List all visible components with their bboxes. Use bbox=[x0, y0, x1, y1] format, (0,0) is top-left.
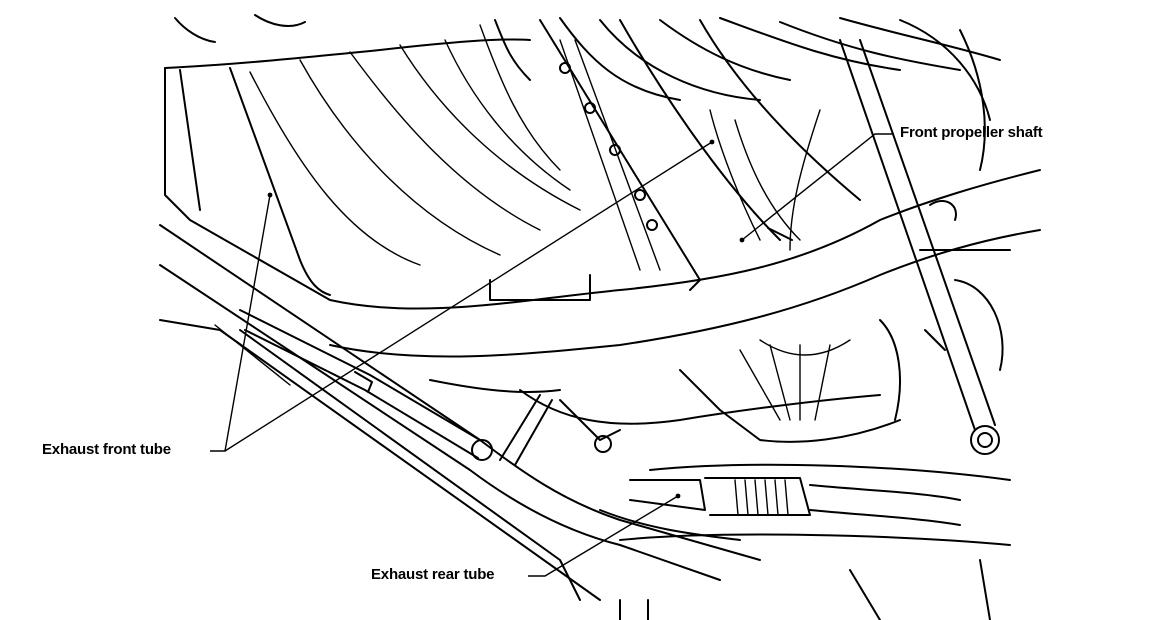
left-frame-rails bbox=[159, 224, 761, 601]
exhaust-front-tube-label: Exhaust front tube bbox=[42, 441, 171, 458]
exhaust-rear-tube-label: Exhaust rear tube bbox=[371, 566, 495, 583]
transmission-housing bbox=[429, 319, 901, 466]
right-strut bbox=[839, 39, 1011, 455]
crossmember bbox=[329, 169, 1041, 358]
front-propeller-shaft-label: Front propeller shaft bbox=[900, 124, 1043, 141]
exhaust-front-tube bbox=[239, 309, 493, 461]
exhaust-rear-tube bbox=[599, 463, 1011, 620]
propeller-shaft-area bbox=[619, 19, 861, 251]
leader-lines bbox=[210, 133, 894, 577]
floor-panel-contours bbox=[164, 14, 1001, 301]
